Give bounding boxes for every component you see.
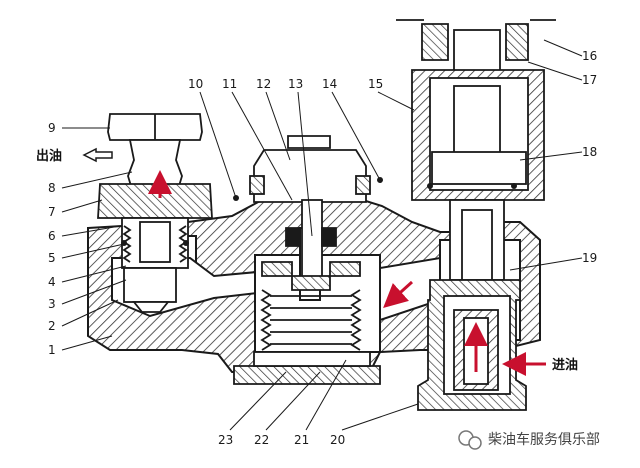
outlet-label: 出油 [36,148,62,164]
leader-lines [61,39,583,431]
watermark: 柴油车服务俱乐部 [458,430,600,450]
label-3: 3 [48,297,56,311]
label-9: 9 [48,121,56,135]
label-13: 13 [288,77,303,91]
label-21: 21 [294,433,309,447]
bottom-plug [233,365,381,385]
label-4: 4 [48,275,56,289]
label-18: 18 [582,145,597,159]
inlet-label: 进油 [552,357,578,373]
label-10: 10 [188,77,203,91]
valve-spring-left [122,225,132,263]
cap [253,149,367,203]
part-number-labels: 1 2 3 4 5 6 7 8 9 10 11 12 13 14 15 16 1… [48,49,597,447]
piston-spring [260,289,362,351]
wechat-icon [458,430,482,450]
label-22: 22 [254,433,269,447]
label-1: 1 [48,343,56,357]
label-6: 6 [48,229,56,243]
label-20: 20 [330,433,345,447]
label-8: 8 [48,181,56,195]
union-nut [97,183,213,219]
central-piston-assembly [233,135,383,385]
label-19: 19 [582,251,597,265]
label-16: 16 [582,49,597,63]
label-23: 23 [218,433,233,447]
outlet-plunger [123,267,177,303]
outlet-valve-assembly [97,113,213,313]
label-11: 11 [222,77,237,91]
label-7: 7 [48,205,56,219]
piston-18 [431,151,527,185]
label-17: 17 [582,73,597,87]
label-2: 2 [48,319,56,333]
push-rod [301,199,323,289]
label-15: 15 [368,77,383,91]
internal-flow-arrow [383,280,414,309]
outlet-hollow-arrow [82,147,113,163]
label-14: 14 [322,77,337,91]
label-12: 12 [256,77,271,91]
watermark-text: 柴油车服务俱乐部 [488,431,600,448]
label-5: 5 [48,251,56,265]
